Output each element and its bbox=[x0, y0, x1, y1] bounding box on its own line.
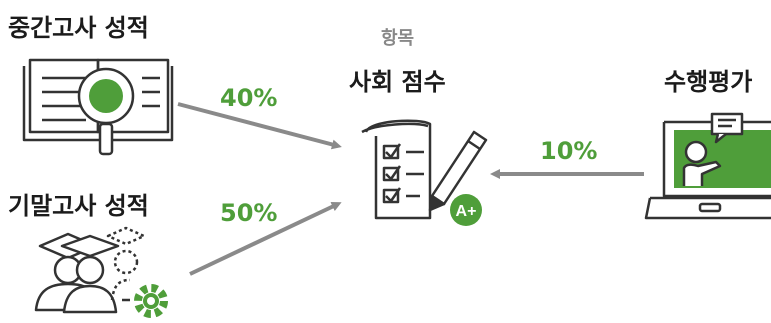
final-percentage: 50% bbox=[220, 199, 278, 227]
performance-label: 수행평가 bbox=[664, 68, 753, 96]
grade-badge: A+ bbox=[450, 194, 482, 226]
book-magnifier-icon bbox=[22, 58, 174, 156]
midterm-label: 중간고사 성적 bbox=[8, 14, 149, 42]
graduates-gear-icon bbox=[34, 226, 168, 318]
midterm-percentage: 40% bbox=[220, 84, 278, 112]
arrow-midterm-to-total bbox=[177, 102, 342, 150]
arrow-final-to-total bbox=[189, 202, 342, 276]
grade-badge-text: A+ bbox=[456, 203, 477, 220]
performance-percentage: 10% bbox=[540, 137, 598, 165]
total-score-label: 사회 점수 bbox=[349, 68, 446, 96]
laptop-teacher-icon bbox=[644, 112, 771, 220]
clipboard-pencil-icon bbox=[361, 119, 488, 220]
final-label: 기말고사 성적 bbox=[8, 192, 149, 220]
item-caption: 항목 bbox=[381, 28, 415, 49]
